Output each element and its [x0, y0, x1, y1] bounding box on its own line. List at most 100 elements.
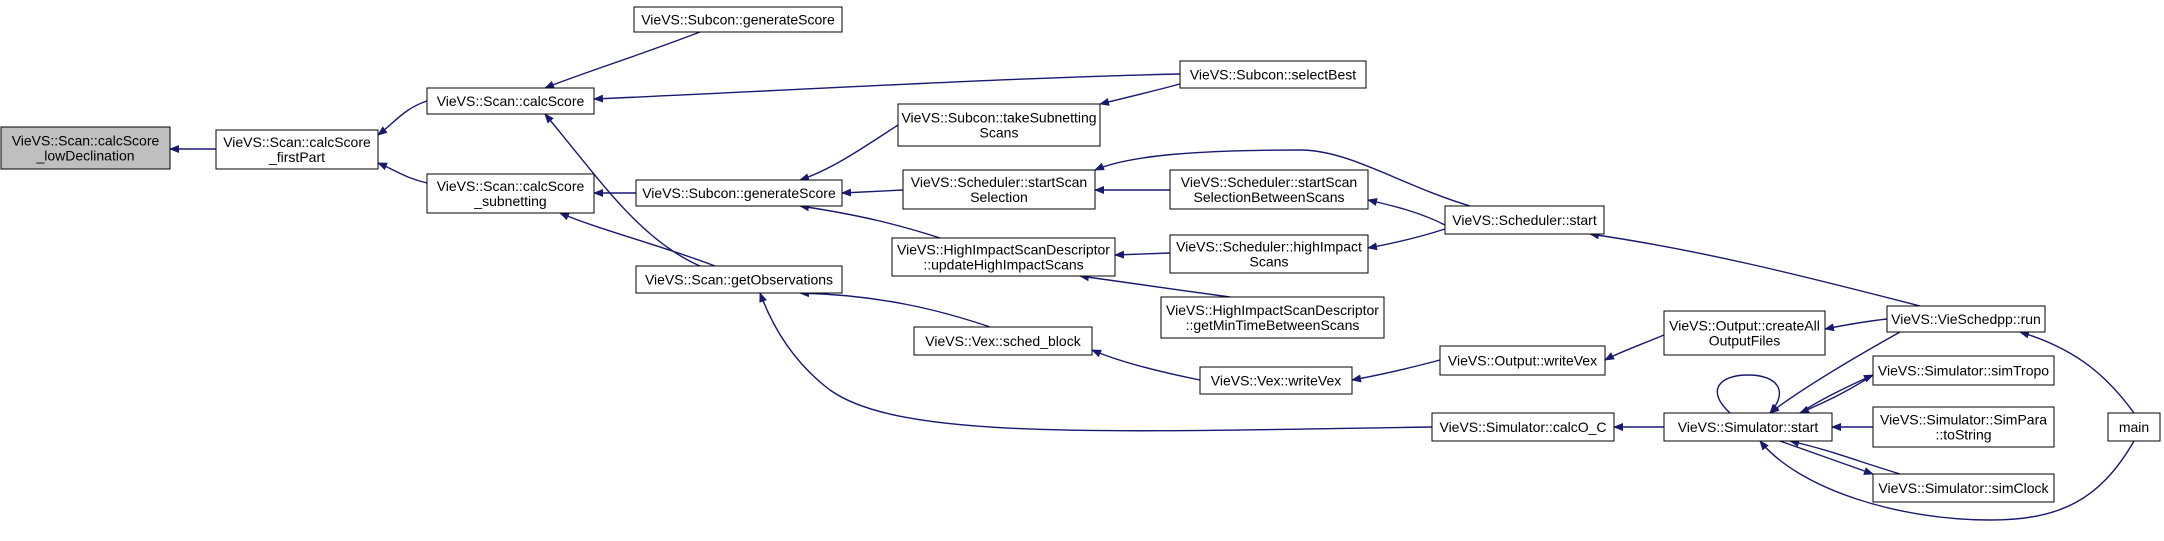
node-label: VieVS::Vex::writeVex: [1211, 373, 1341, 389]
node-box: [1872, 406, 2055, 448]
edge-n13-to-n10: [1114, 250, 1171, 259]
edge-n20-to-n20: [1716, 374, 1781, 414]
node-box: [426, 173, 595, 214]
node-label: ::toString: [1935, 427, 1991, 443]
node-box: [426, 87, 595, 115]
node-label: VieVS::Subcon::generateScore: [642, 185, 836, 201]
node-label: VieVS::HighImpactScanDescriptor: [897, 242, 1110, 258]
edge-n21-to-n17: [1589, 231, 1921, 307]
graph-node[interactable]: VieVS::Simulator::start: [1663, 412, 1833, 442]
node-box: [913, 326, 1093, 356]
edge-n3-to-n1: [377, 162, 428, 184]
edge-n9-to-n7: [841, 188, 904, 197]
node-box: [897, 103, 1101, 147]
node-label: Scans: [1250, 254, 1289, 270]
node-label: VieVS::Scan::getObservations: [645, 272, 833, 288]
graph-node[interactable]: VieVS::Vex::writeVex: [1199, 366, 1353, 395]
edge-n6-to-n2: [544, 113, 701, 267]
node-box: [1199, 366, 1353, 395]
node-box: [1169, 234, 1369, 274]
node-label: _subnetting: [473, 193, 546, 209]
node-label: VieVS::Scheduler::startScan: [911, 174, 1087, 190]
graph-node[interactable]: VieVS::Scan::calcScore: [426, 87, 595, 115]
node-label: ::updateHighImpactScans: [923, 257, 1083, 273]
node-box: [1872, 473, 2055, 503]
node-label: Scans: [980, 125, 1019, 141]
graph-node[interactable]: VieVS::Simulator::simTropo: [1872, 355, 2055, 386]
node-box: [1444, 205, 1605, 235]
edge-n15-to-n11: [1091, 349, 1201, 381]
graph-node[interactable]: VieVS::Subcon::generateScore: [633, 6, 843, 33]
node-label: VieVS::Scheduler::startScan: [1181, 174, 1357, 190]
edge-n14-to-n10: [1079, 273, 1231, 298]
node-label: SelectionBetweenScans: [1194, 189, 1345, 205]
node-label: VieVS::Simulator::SimPara: [1880, 412, 2047, 428]
root-node[interactable]: VieVS::Scan::calcScore_lowDeclination: [0, 126, 171, 170]
node-label: VieVS::Output::createAll: [1669, 318, 1820, 334]
graph-node[interactable]: VieVS::Scheduler::startScanSelectionBetw…: [1169, 169, 1369, 210]
graph-node[interactable]: VieVS::Simulator::SimPara::toString: [1872, 406, 2055, 448]
node-label: VieVS::Scheduler::start: [1452, 212, 1597, 228]
edge-n20-to-n22: [1799, 374, 1874, 414]
edge-n18-to-n15: [1351, 359, 1441, 383]
graph-node[interactable]: VieVS::Vex::sched_block: [913, 326, 1093, 356]
node-label: _lowDeclination: [35, 148, 134, 164]
node-box: [902, 169, 1096, 210]
edge-n2-to-n1: [377, 100, 428, 136]
graph-node[interactable]: VieVS::Scan::calcScore_subnetting: [426, 173, 595, 214]
node-label: VieVS::Scan::calcScore: [437, 178, 585, 194]
node-label: VieVS::Subcon::generateScore: [641, 12, 835, 28]
node-label: VieVS::HighImpactScanDescriptor: [1166, 302, 1379, 318]
edge-n4-to-n2: [544, 31, 701, 89]
edge-n25-to-n21: [2019, 330, 2135, 414]
node-box: [1179, 60, 1367, 89]
node-box: [1169, 169, 1369, 210]
edge-n6-to-n3: [559, 212, 716, 267]
edge-n11-to-n6: [799, 289, 991, 328]
graph-node[interactable]: VieVS::Output::writeVex: [1439, 345, 1606, 376]
edge-n20-to-n24: [1779, 440, 1874, 475]
edge-n21-to-n20: [1769, 331, 1901, 414]
graph-node[interactable]: VieVS::Subcon::selectBest: [1179, 60, 1367, 89]
node-label: VieVS::Subcon::takeSubnetting: [901, 110, 1096, 126]
edge-n25-to-n20: [1759, 440, 2135, 521]
node-box: [633, 6, 843, 33]
graph-node[interactable]: VieVS::HighImpactScanDescriptor::getMinT…: [1160, 296, 1385, 339]
node-label: VieVS::Scheduler::highImpact: [1176, 239, 1362, 255]
node-box: [1872, 355, 2055, 386]
node-box: [215, 129, 379, 170]
graph-node[interactable]: VieVS::Subcon::generateScore: [635, 179, 843, 207]
node-label: VieVS::Simulator::start: [1678, 419, 1819, 435]
graph-node[interactable]: VieVS::Scheduler::start: [1444, 205, 1605, 235]
node-label: OutputFiles: [1709, 333, 1781, 349]
node-label: VieVS::Output::writeVex: [1448, 353, 1597, 369]
node-box: [1886, 305, 2046, 333]
graph-node[interactable]: VieVS::HighImpactScanDescriptor::updateH…: [891, 237, 1116, 277]
node-box: [1663, 412, 1833, 442]
node-label: VieVS::Subcon::selectBest: [1190, 67, 1356, 83]
graph-node[interactable]: VieVS::Scan::getObservations: [635, 265, 843, 294]
node-label: _firstPart: [268, 149, 325, 165]
node-label: VieVS::Vex::sched_block: [925, 333, 1081, 349]
graph-node[interactable]: main: [2107, 412, 2161, 442]
node-box: [0, 126, 171, 170]
graph-node[interactable]: VieVS::VieSchedpp::run: [1886, 305, 2046, 333]
graph-node[interactable]: VieVS::Simulator::calcO_C: [1431, 412, 1615, 442]
node-label: VieVS::Simulator::simTropo: [1878, 363, 2049, 379]
graph-node[interactable]: VieVS::Simulator::simClock: [1872, 473, 2055, 503]
node-box: [1663, 310, 1826, 356]
node-label: VieVS::Scan::calcScore: [12, 133, 160, 149]
node-label: VieVS::VieSchedpp::run: [1891, 311, 2041, 327]
node-box: [635, 179, 843, 207]
node-box: [635, 265, 843, 294]
node-box: [2107, 412, 2161, 442]
node-label: ::getMinTimeBetweenScans: [1186, 317, 1360, 333]
graph-node[interactable]: VieVS::Scan::calcScore_firstPart: [215, 129, 379, 170]
node-box: [1431, 412, 1615, 442]
edges-layer: [169, 31, 2135, 521]
node-box: [891, 237, 1116, 277]
